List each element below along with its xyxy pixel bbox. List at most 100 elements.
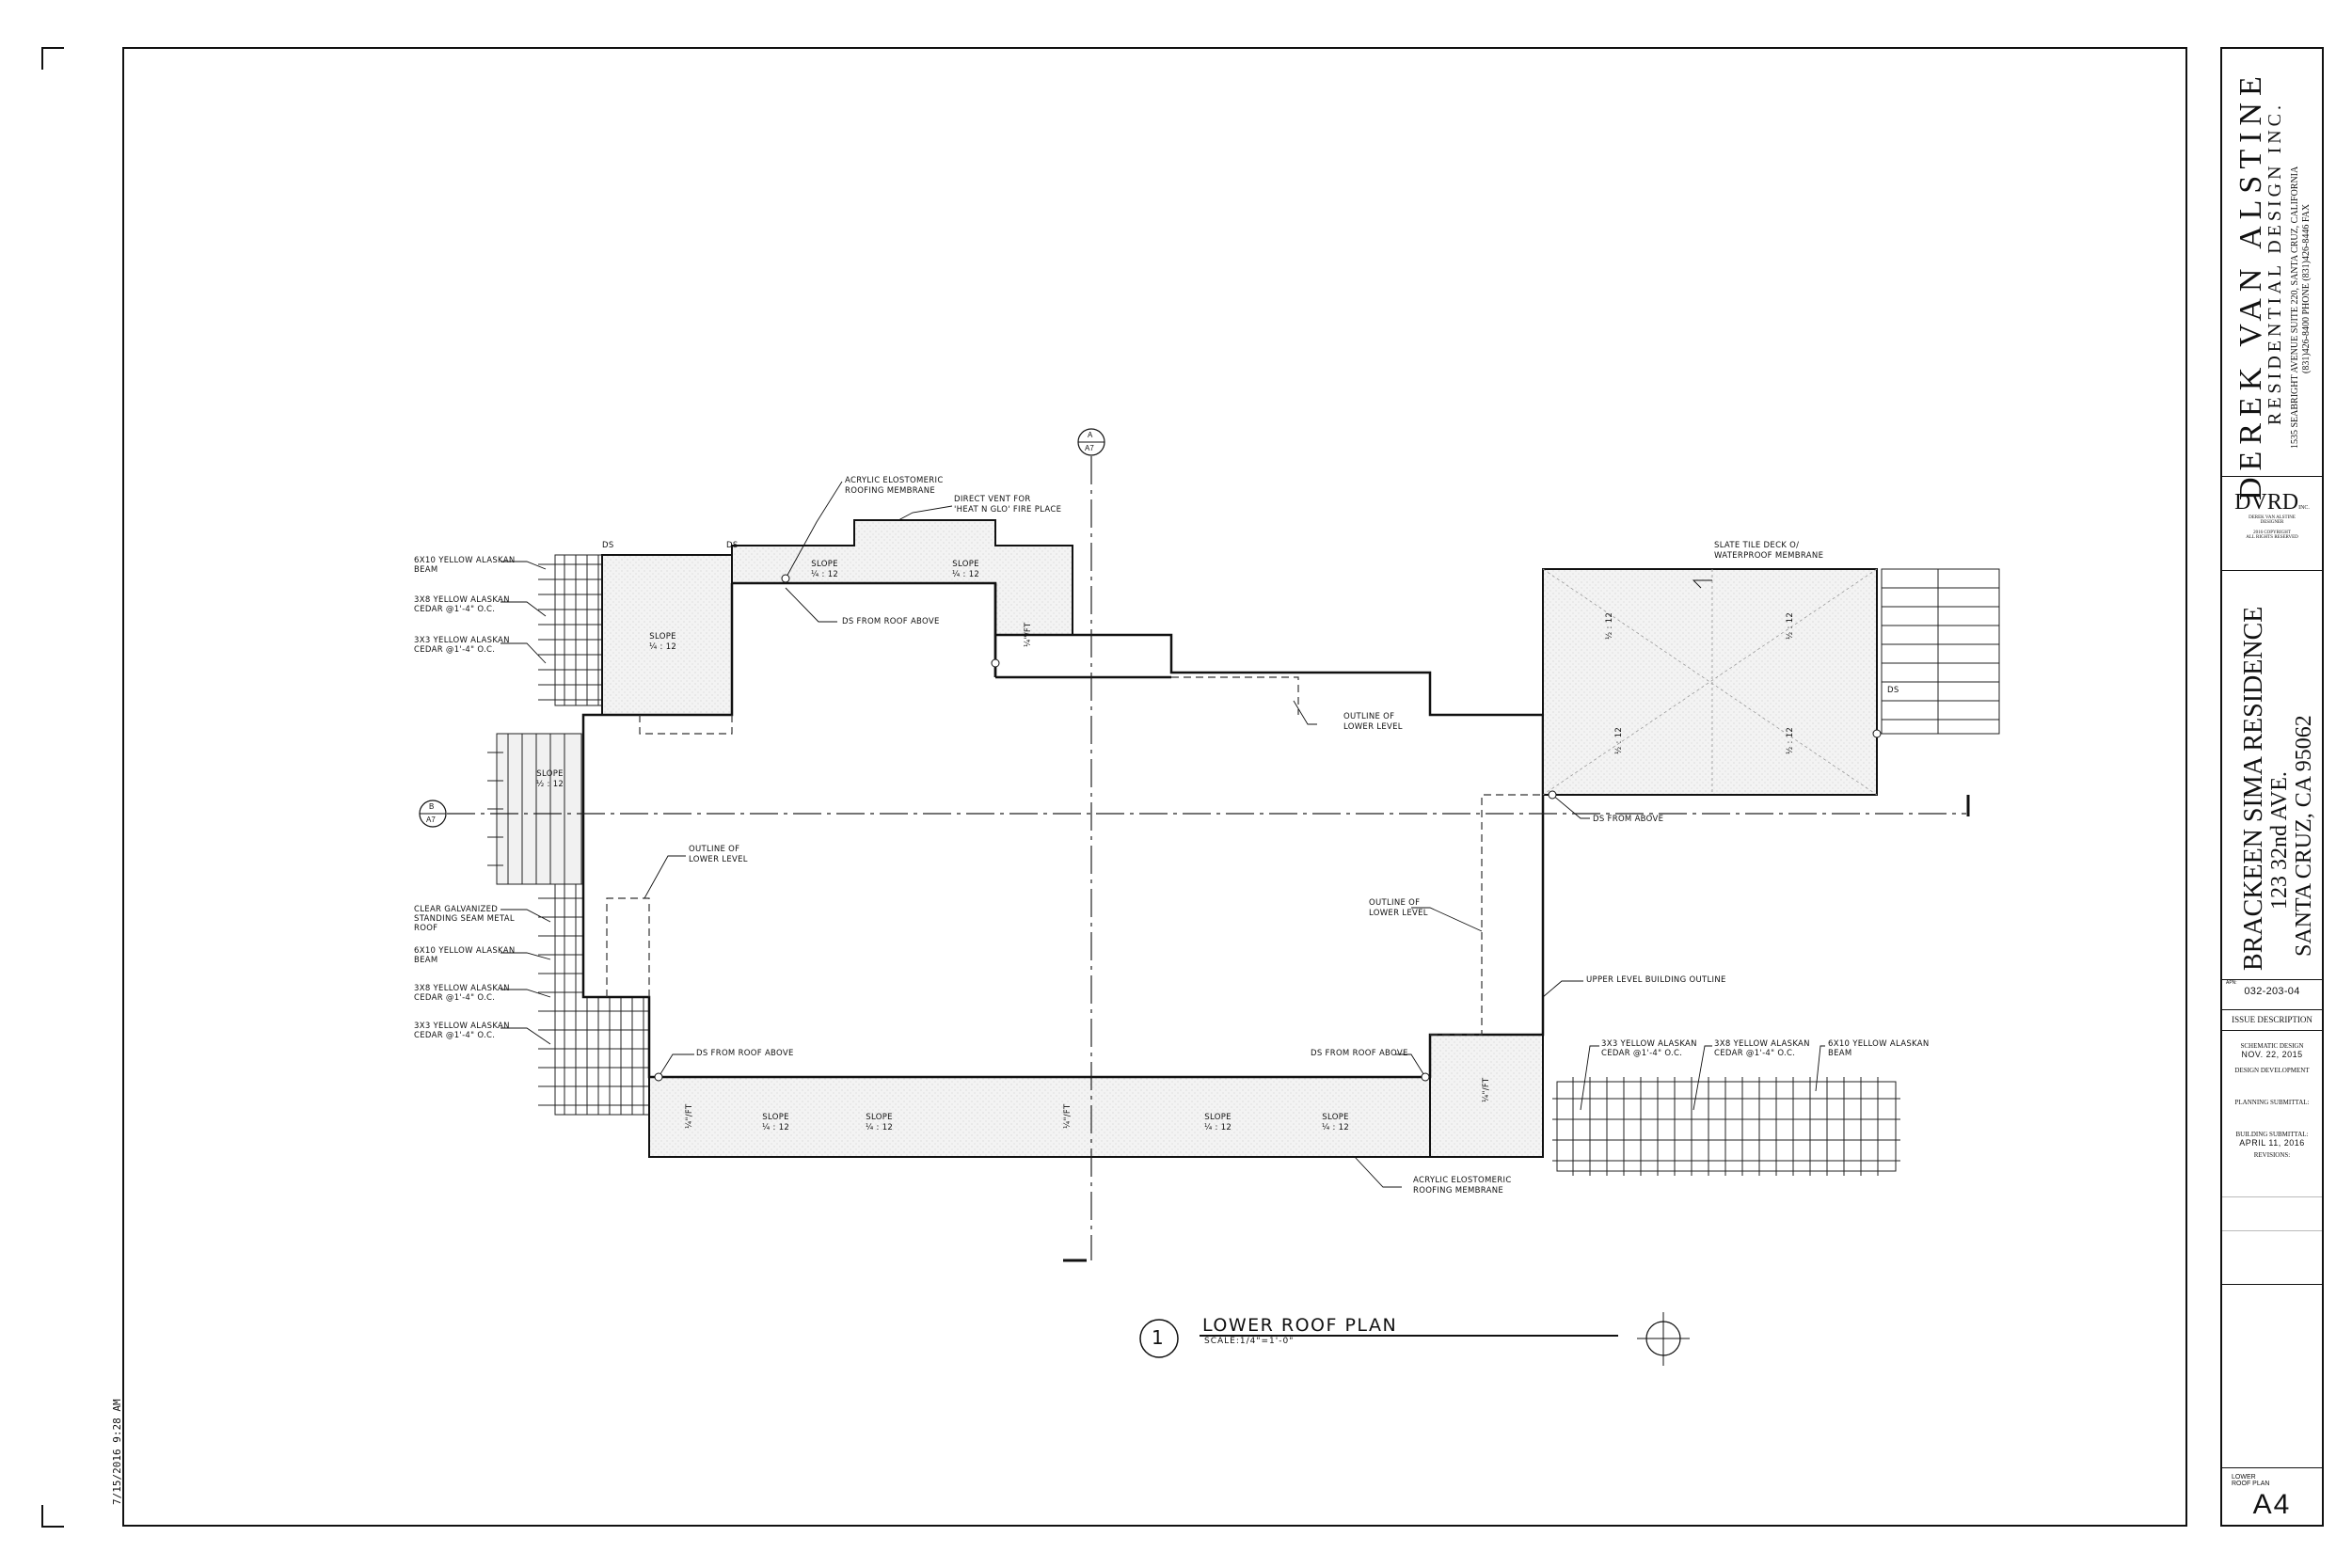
slope-vertical-left: ¼"/FT xyxy=(685,1103,694,1129)
note-ds-roof-above-right: DS FROM ROOF ABOVE xyxy=(1311,1049,1408,1058)
left-roof-box xyxy=(601,554,733,716)
section-cut-lines xyxy=(447,456,1966,1260)
project-street: 123 32nd AVE. xyxy=(2267,771,2292,910)
section-a-sheet: A7 xyxy=(1085,444,1094,452)
revision-row-1 xyxy=(2222,1196,2322,1197)
section-a-marker xyxy=(1077,428,1105,456)
schematic-date: NOV. 22, 2015 xyxy=(2241,1050,2303,1059)
right-lower-trellis xyxy=(1552,1081,1900,1172)
schematic-label: SCHEMATIC DESIGN xyxy=(2240,1042,2304,1050)
sheet-number: A4 xyxy=(2252,1489,2292,1520)
note-ds-roof-above-top: DS FROM ROOF ABOVE xyxy=(842,617,940,626)
left-upper-trellis xyxy=(554,554,603,706)
slope-deck-3: ½ : 12 xyxy=(1614,726,1624,754)
issues-cell: SCHEMATIC DESIGN NOV. 22, 2015 DESIGN DE… xyxy=(2222,1031,2322,1285)
drawing-title: LOWER ROOF PLAN xyxy=(1202,1315,1398,1336)
bottom-roof-strip xyxy=(648,1076,1544,1158)
slope-vertical-bottom: ¼"/FT xyxy=(1063,1103,1073,1129)
slope-vertical-right: ¼"/FT xyxy=(1482,1077,1491,1102)
firm-address: 1535 SEABRIGHT AVENUE SUITE 220, SANTA C… xyxy=(2290,166,2300,449)
drawing-frame xyxy=(122,47,2187,1527)
section-b-letter: B xyxy=(429,802,435,811)
drawing-number: 1 xyxy=(1152,1326,1164,1349)
drawing-scale: SCALE:1/4"=1'-0" xyxy=(1204,1337,1295,1346)
crop-mark-bottom-left xyxy=(41,1505,64,1528)
issue-header-cell: ISSUE DESCRIPTION xyxy=(2222,1010,2322,1031)
slope-deck-2: ½ : 12 xyxy=(1786,611,1795,640)
section-b-marker xyxy=(419,800,447,828)
planning-label: PLANNING SUBMITTAL: xyxy=(2234,1099,2310,1106)
building-label: BUILDING SUBMITTAL: xyxy=(2235,1131,2309,1138)
apn-cell: APN: 032-203-04 xyxy=(2222,980,2322,1010)
project-name: BRACKEEN SIMA RESIDENCE xyxy=(2239,606,2268,971)
note-ds-roof-above-left: DS FROM ROOF ABOVE xyxy=(696,1049,794,1058)
copyright-line-2: ALL RIGHTS RESERVED xyxy=(2246,535,2298,540)
copyright-line-1: 2016 COPYRIGHT xyxy=(2253,531,2291,535)
project-cell: BRACKEEN SIMA RESIDENCE 123 32nd AVE. SA… xyxy=(2222,571,2322,980)
apn-number: 032-203-04 xyxy=(2244,986,2300,997)
crop-mark-top-left xyxy=(41,47,64,70)
apn-label: APN: xyxy=(2226,980,2237,986)
note-direct-vent: DIRECT VENT FOR'HEAT N GLO' FIRE PLACE xyxy=(954,495,1062,515)
revision-row-2 xyxy=(2222,1230,2322,1231)
lower-level-dashed-outline xyxy=(606,676,1543,1036)
firm-logo: DVRDINC. xyxy=(2234,490,2310,515)
revisions-label: REVISIONS: xyxy=(2253,1151,2291,1159)
sheet-title-cell: LOWER ROOF PLAN A4 xyxy=(2222,1468,2322,1527)
logo-designer-title: DESIGNER xyxy=(2260,520,2284,525)
right-stairs xyxy=(1881,568,2000,735)
sheet-title-line-2: ROOF PLAN xyxy=(2232,1481,2270,1487)
note-slate-deck: SLATE TILE DECK o/WATERPROOF MEMBRANE xyxy=(1714,541,1824,561)
ds-label-deck: DS xyxy=(1887,686,1899,695)
right-lower-trellis-rafters xyxy=(1572,1077,1879,1176)
building-date: APRIL 11, 2016 xyxy=(2239,1138,2305,1148)
note-ds-from-above: DS FROM ABOVE xyxy=(1593,815,1664,824)
firm-subtitle: RESIDENTIAL DESIGN INC. xyxy=(2265,101,2285,425)
left-metal-roof xyxy=(487,733,582,885)
firm-cell: DEREK VAN ALSTINE RESIDENTIAL DESIGN INC… xyxy=(2222,49,2322,500)
leader-lines xyxy=(501,481,1825,1188)
sheet-title-line-1: LOWER xyxy=(2232,1474,2256,1481)
slope-vertical-top: ¼"/FT xyxy=(1024,622,1033,647)
design-development-label: DESIGN DEVELOPMENT xyxy=(2234,1067,2310,1074)
logo-cell: DVRDINC. DEREK VAN ALSTINE DESIGNER 2016… xyxy=(2222,477,2322,571)
logo-designer-name: DEREK VAN ALSTINE xyxy=(2249,515,2296,520)
firm-phone: (831)426-8400 PHONE (831)426-8446 FAX xyxy=(2301,203,2312,373)
drawing-title-block xyxy=(1139,1319,1618,1358)
section-b-sheet: A7 xyxy=(426,816,436,824)
issue-header: ISSUE DESCRIPTION xyxy=(2232,1015,2312,1024)
left-upper-trellis-rafters xyxy=(538,563,607,701)
north-arrow xyxy=(1637,1312,1690,1366)
firm-logo-sup: INC. xyxy=(2298,505,2310,511)
title-block: DEREK VAN ALSTINE RESIDENTIAL DESIGN INC… xyxy=(2220,47,2324,1527)
slope-deck-4: ½ : 12 xyxy=(1786,726,1795,754)
note-upper-outline: UPPER LEVEL BUILDING OUTLINE xyxy=(1586,975,1726,985)
slope-deck-1: ½ : 12 xyxy=(1605,611,1614,640)
ds-label-top-mid: DS xyxy=(726,541,739,550)
deck-diagonals xyxy=(1542,568,1878,796)
